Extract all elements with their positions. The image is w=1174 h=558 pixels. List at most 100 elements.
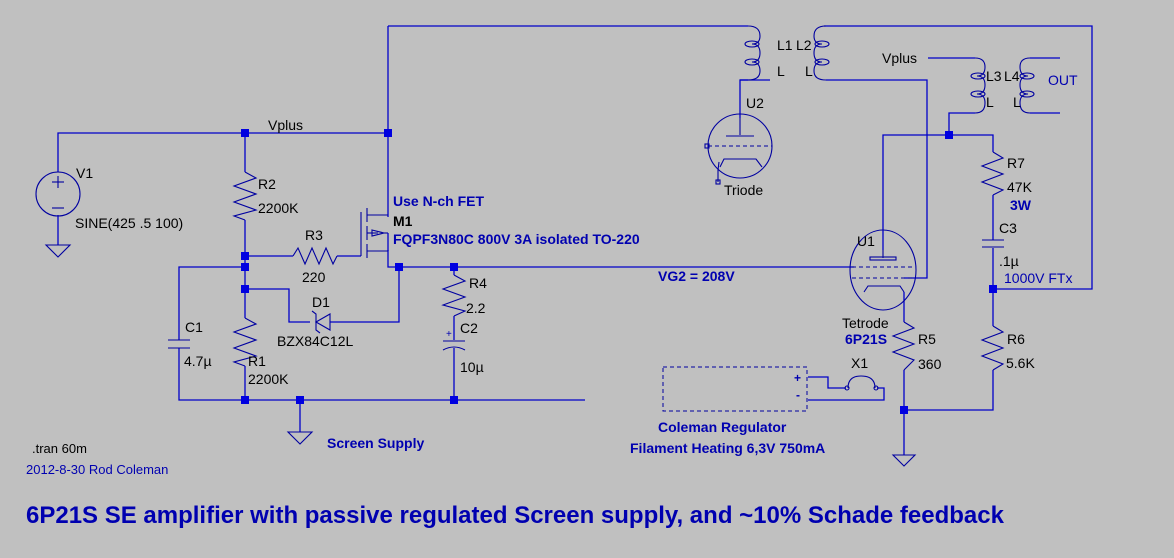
resistor-r3[interactable]: R3 220 — [292, 227, 338, 285]
r3-value: 220 — [302, 269, 326, 285]
filament-x1[interactable]: X1 — [844, 355, 879, 391]
inductor-icon — [747, 25, 761, 81]
wire-reg-minus — [808, 387, 885, 401]
inductor-icon — [970, 72, 986, 80]
junction — [241, 396, 249, 404]
resistor-icon — [232, 171, 258, 221]
c1-ref: C1 — [185, 319, 203, 335]
r6-ref: R6 — [1007, 331, 1025, 347]
zener-diode-icon — [314, 313, 331, 331]
c3-note: 1000V FTx — [1004, 270, 1072, 286]
junction — [296, 396, 304, 404]
junction — [450, 263, 458, 271]
c3-ref: C3 — [999, 220, 1017, 236]
transformer-l3-l4[interactable]: L3 L4 L L — [970, 57, 1035, 114]
plate-icon — [869, 256, 897, 261]
resistor-r7[interactable]: R7 47K 3W — [980, 151, 1033, 213]
capacitor-c2[interactable]: + C2 10µ — [442, 320, 484, 375]
triode-u2[interactable]: U2 Triode — [704, 95, 773, 198]
wire-d1-anode — [245, 288, 310, 323]
wire-ground-rail — [178, 348, 585, 401]
r3-ref: R3 — [305, 227, 323, 243]
r7-ref: R7 — [1007, 155, 1025, 171]
capacitor-c1[interactable]: C1 4.7µ — [168, 319, 212, 369]
mosfet-m1[interactable]: Use N-ch FET M1 FQPF3N80C 800V 3A isolat… — [360, 193, 640, 258]
junction — [395, 263, 403, 271]
l4-ref: L4 — [1004, 68, 1020, 84]
resistor-icon — [292, 246, 338, 266]
inductor-icon — [974, 57, 986, 114]
l2-ref: L2 — [796, 37, 812, 53]
cathode-lead — [717, 161, 720, 182]
filament-icon — [847, 375, 876, 389]
transformer-l1-l2[interactable]: L1 L2 L L — [744, 25, 830, 81]
l2-value: L — [805, 63, 813, 79]
schematic-title: 6P21S SE amplifier with passive regulate… — [26, 502, 1005, 529]
wire-vplus-rail — [57, 132, 388, 165]
wire-r6-bottom — [904, 370, 994, 411]
resistor-icon — [980, 151, 1005, 196]
l1-value: L — [777, 63, 785, 79]
inductor-icon — [970, 90, 986, 98]
wire-u1-plate — [882, 134, 994, 250]
u1-ref: U1 — [857, 233, 875, 249]
c2-ref: C2 — [460, 320, 478, 336]
net-label-vg2: VG2 = 208V — [658, 268, 735, 284]
resistor-r1[interactable]: R1 2200K — [232, 317, 289, 387]
section-label-screen-supply: Screen Supply — [327, 435, 424, 451]
wire-c1-top — [178, 266, 245, 340]
polarity-plus: + — [446, 329, 452, 340]
inductor-icon — [1019, 90, 1035, 98]
r2-value: 2200K — [258, 200, 299, 216]
d1-ref: D1 — [312, 294, 330, 310]
sim-directive[interactable]: .tran 60m — [32, 441, 87, 456]
r4-ref: R4 — [469, 275, 487, 291]
zener-d1[interactable]: D1 BZX84C12L — [277, 294, 353, 349]
pin-icon — [704, 143, 710, 149]
inductor-icon — [1019, 72, 1035, 80]
c2-value: 10µ — [460, 359, 484, 375]
x1-ref: X1 — [851, 355, 868, 371]
c3-value: .1µ — [999, 253, 1019, 269]
tetrode-u1[interactable]: U1 Tetrode 6P21S — [842, 229, 917, 347]
zener-bar-icon — [311, 310, 321, 334]
u1-type: Tetrode — [842, 315, 889, 331]
c1-value: 4.7µ — [184, 353, 212, 369]
capacitor-icon — [442, 346, 466, 351]
r2-ref: R2 — [258, 176, 276, 192]
resistor-r2[interactable]: R2 2200K — [232, 171, 299, 221]
resistor-r6[interactable]: R6 5.6K — [980, 325, 1035, 371]
inductor-icon — [814, 40, 830, 48]
u1-value: 6P21S — [845, 331, 887, 347]
r7-note: 3W — [1010, 197, 1032, 213]
m1-value: FQPF3N80C 800V 3A isolated TO-220 — [393, 231, 640, 247]
m1-note: Use N-ch FET — [393, 193, 484, 209]
wire-l2-u1g — [826, 79, 928, 279]
cathode-icon — [719, 158, 763, 168]
resistor-r5[interactable]: R5 360 — [891, 321, 942, 372]
ground-icon — [891, 454, 917, 467]
v1-ref: V1 — [76, 165, 93, 181]
cathode-icon — [863, 285, 905, 293]
resistor-icon — [232, 317, 258, 367]
filament-regulator[interactable]: + - Coleman Regulator Filament Heating 6… — [630, 366, 825, 456]
v1-value: SINE(425 .5 100) — [75, 215, 183, 231]
regulator-label: Coleman Regulator — [658, 419, 787, 435]
wire-l3-node — [948, 112, 975, 135]
regulator-description: Filament Heating 6,3V 750mA — [630, 440, 825, 456]
u2-ref: U2 — [746, 95, 764, 111]
capacitor-c3[interactable]: C3 .1µ 1000V FTx — [982, 220, 1072, 286]
regulator-plus: + — [794, 371, 801, 385]
ground-icon — [286, 431, 314, 445]
inductor-icon — [744, 40, 760, 48]
m1-ref: M1 — [393, 213, 413, 229]
pin-icon — [715, 179, 721, 185]
inductor-icon — [1019, 57, 1031, 114]
pin-icon — [844, 385, 850, 391]
junction — [241, 129, 249, 137]
inductor-icon — [744, 58, 760, 66]
v1-source[interactable]: V1 SINE(425 .5 100) — [35, 165, 183, 231]
resistor-r4[interactable]: R4 2.2 — [441, 274, 487, 317]
arrow-icon — [371, 229, 385, 237]
